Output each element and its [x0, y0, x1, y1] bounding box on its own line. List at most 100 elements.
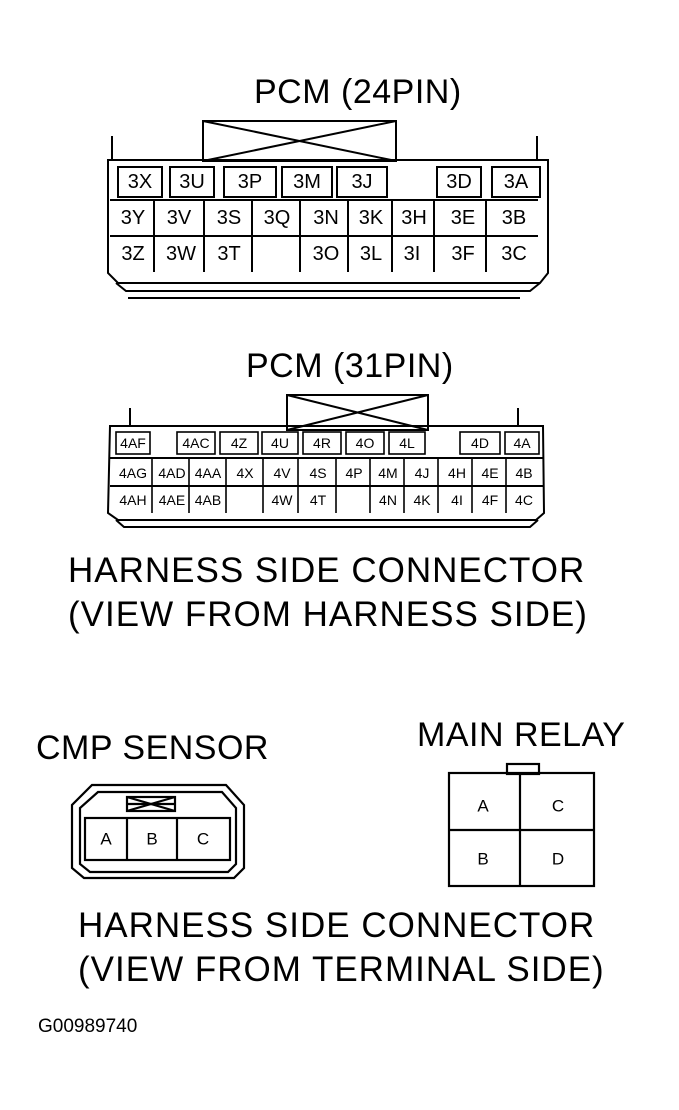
pcm31-pin-label: 4H — [448, 465, 466, 481]
cmp-pin-label: A — [100, 830, 112, 849]
pcm31-pin-label: 4J — [415, 465, 430, 481]
pcm31-pin-cell — [459, 431, 501, 455]
pcm31-pin-label: 4C — [515, 492, 533, 508]
pcm31-pin-label: 4W — [272, 492, 294, 508]
pcm24-pin-cell — [223, 166, 277, 198]
pcm31-pin-cell — [302, 431, 342, 455]
pcm31-pin-label: 4K — [413, 492, 431, 508]
pcm31-latch-cross-b — [286, 394, 429, 431]
pcm24-pin-label: 3E — [451, 207, 475, 229]
pcm24-pin-label: 3K — [359, 207, 384, 229]
pcm31-pin-label: 4B — [515, 465, 532, 481]
pcm24-pin-cell — [336, 166, 388, 198]
pcm24-pin-label: 3T — [217, 243, 240, 265]
pcm24-pin-label: 3F — [451, 243, 474, 265]
pcm24-pin-cell — [117, 166, 163, 198]
pcm31-pin-label: 4D — [471, 435, 489, 451]
pcm31-pin-label: 4R — [313, 435, 331, 451]
main-relay-title: MAIN RELAY — [417, 716, 626, 754]
cmp-pin-label: B — [146, 830, 157, 849]
pcm24-pin-label: 3X — [128, 171, 152, 193]
figure-code: G00989740 — [38, 1016, 138, 1037]
pcm24-pin-label: 3S — [217, 207, 241, 229]
relay-pin-label: C — [552, 797, 564, 816]
pcm24-pin-label: 3B — [502, 207, 526, 229]
pcm24-pin-label: 3W — [166, 243, 196, 265]
pcm24-pin-label: 3Z — [121, 243, 144, 265]
harness-caption-line2: (VIEW FROM HARNESS SIDE) — [68, 595, 588, 634]
pcm31-pin-label: 4AH — [119, 492, 146, 508]
harness-caption-line1: HARNESS SIDE CONNECTOR — [68, 551, 586, 590]
pcm31-pin-label: 4O — [356, 435, 375, 451]
pcm24-pin-label: 3Q — [264, 207, 291, 229]
pcm24-pin-label: 3Y — [121, 207, 145, 229]
pcm31-pin-cell — [176, 431, 216, 455]
pcm24-body-outline — [107, 136, 549, 284]
pcm31-pin-label: 4AF — [120, 435, 146, 451]
pcm24-pin-cell — [281, 166, 333, 198]
pcm24-pin-label: 3A — [504, 171, 529, 193]
pcm24-pin-label: 3U — [179, 171, 205, 193]
pcm31-body-lip — [115, 519, 539, 528]
relay-pin-label: A — [477, 797, 489, 816]
pcm31-pin-label: 4N — [379, 492, 397, 508]
pcm31-pin-cell — [504, 431, 540, 455]
cmp-pin-frame — [83, 816, 232, 862]
pcm31-pin-cell — [219, 431, 259, 455]
pcm31-pin-label: 4L — [399, 435, 415, 451]
pcm31-pin-label: 4A — [513, 435, 531, 451]
pcm24-pin-label: 3O — [313, 243, 340, 265]
pcm31-pin-label: 4Z — [231, 435, 248, 451]
pcm-24pin-title: PCM (24PIN) — [254, 73, 462, 111]
pcm31-pin-label: 4AC — [182, 435, 209, 451]
pcm24-pin-label: 3D — [446, 171, 472, 193]
pcm24-pin-cell — [436, 166, 482, 198]
pcm31-pin-cell — [388, 431, 426, 455]
cmp-body-inner — [78, 790, 238, 874]
pcm31-pin-cell — [345, 431, 385, 455]
pcm31-pin-label: 4S — [309, 465, 326, 481]
pcm24-pin-cell — [169, 166, 215, 198]
pcm24-pin-label: 3M — [293, 171, 321, 193]
pcm31-pin-label: 4AG — [119, 465, 147, 481]
pcm31-pin-label: 4M — [378, 465, 397, 481]
pcm31-latch — [286, 394, 429, 431]
cmp-body-outer — [70, 783, 246, 880]
pcm31-pin-cell — [261, 431, 299, 455]
cmp-pin-label: C — [197, 830, 209, 849]
cmp-sensor-title: CMP SENSOR — [36, 729, 269, 767]
terminal-caption-line1: HARNESS SIDE CONNECTOR — [78, 906, 596, 945]
terminal-caption-line2: (VIEW FROM TERMINAL SIDE) — [78, 950, 605, 989]
pcm31-pin-label: 4I — [451, 492, 463, 508]
pcm24-latch-cross-b — [202, 120, 397, 162]
pcm24-pin-label: 3P — [238, 171, 262, 193]
pcm31-pin-label: 4AA — [195, 465, 222, 481]
pcm31-pin-label: 4AB — [195, 492, 221, 508]
pcm24-pin-label: 3I — [404, 243, 421, 265]
pcm31-pin-label: 4P — [345, 465, 362, 481]
pcm24-pin-label: 3H — [401, 207, 427, 229]
pcm31-pin-label: 4E — [481, 465, 498, 481]
pcm24-pin-label: 3L — [360, 243, 382, 265]
pcm31-pin-label: 4AD — [158, 465, 185, 481]
pcm24-pin-cell — [491, 166, 541, 198]
pcm24-pin-label: 3J — [351, 171, 372, 193]
pcm31-pin-label: 4X — [236, 465, 254, 481]
pcm24-body-lip — [115, 282, 541, 292]
pcm31-pin-label: 4AE — [159, 492, 185, 508]
pcm31-pin-label: 4U — [271, 435, 289, 451]
pcm24-pin-label: 3C — [501, 243, 527, 265]
pcm31-pin-label: 4T — [310, 492, 327, 508]
pcm31-pin-cell — [115, 431, 151, 455]
pcm24-pin-label: 3N — [313, 207, 339, 229]
pcm-31pin-title: PCM (31PIN) — [246, 347, 454, 385]
pcm24-pin-label: 3V — [167, 207, 192, 229]
relay-pin-label: B — [477, 850, 488, 869]
relay-pin-label: D — [552, 850, 564, 869]
pcm31-pin-label: 4F — [482, 492, 498, 508]
